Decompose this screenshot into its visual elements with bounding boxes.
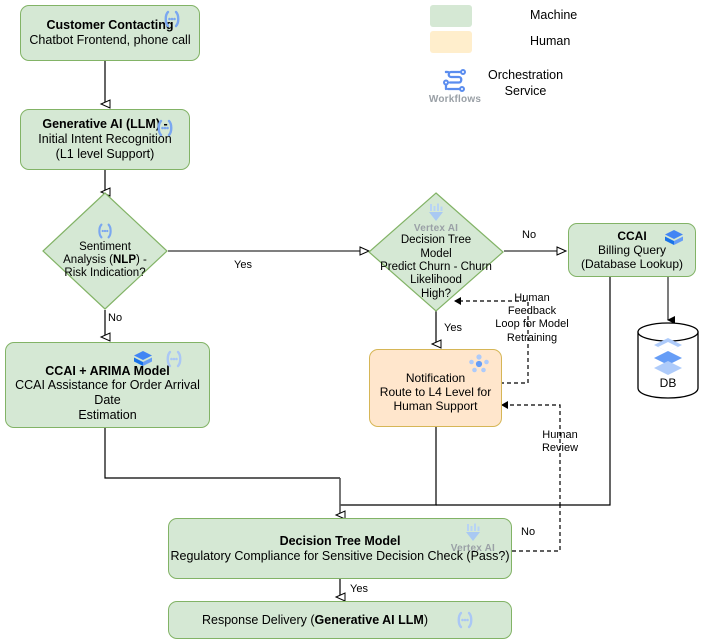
- sentiment-diamond-shape: [42, 192, 168, 310]
- legend-swatch-machine: [430, 5, 472, 27]
- dialogflow-ccai-icon: [457, 611, 473, 629]
- legend-label-orchestration: Orchestration Service: [488, 68, 564, 98]
- ccai-cube-icon: [134, 351, 152, 366]
- node-generative-ai-llm[interactable]: Generative AI (LLM) - Initial Intent Rec…: [20, 109, 190, 170]
- notification-line3: Human Support: [393, 399, 478, 414]
- legend-swatch-human: [430, 31, 472, 53]
- ccai-billing-title: CCAI: [617, 228, 647, 243]
- workflows-icon-caption: Workflows: [428, 94, 482, 105]
- churn-diamond-shape: [368, 192, 504, 312]
- edge-label-sentiment-no: No: [108, 312, 123, 324]
- response-delivery-content: Response Delivery (Generative AI LLM): [202, 610, 478, 630]
- customer-contacting-title: Customer Contacting: [46, 18, 174, 33]
- legend-item-machine: Machine: [430, 5, 577, 27]
- node-response-delivery[interactable]: Response Delivery (Generative AI LLM): [168, 601, 512, 639]
- ccai-arima-icon-group: [132, 349, 187, 369]
- sentiment-line2: Analysis (NLP) -: [63, 254, 147, 267]
- churn-title1: Decision Tree: [400, 234, 472, 247]
- edge-label-human-feedback-loop: Human Feedback Loop for Model Retraining: [495, 292, 569, 344]
- churn-line5: High?: [420, 287, 452, 300]
- ccai-cube-icon: [665, 230, 683, 245]
- edge-label-compliance-yes: Yes: [350, 583, 368, 595]
- ccai-arima-line3: Estimation: [78, 407, 137, 422]
- response-delivery-pre: Response Delivery (: [201, 612, 315, 627]
- edge-label-churn-yes: Yes: [444, 322, 462, 334]
- sentiment-line2-pre: Analysis (: [63, 253, 113, 266]
- churn-line3: Predict Churn - Churn: [380, 261, 492, 274]
- vertex-ai-icon: [465, 523, 480, 541]
- ccai-billing-line3: (Database Lookup): [580, 257, 684, 272]
- churn-vendor-label: Vertex AI: [413, 222, 459, 234]
- ccai-arima-title: CCAI + ARIMA Model: [45, 363, 170, 378]
- legend-label-machine: Machine: [530, 8, 578, 23]
- sentiment-line3: Risk Indication?: [64, 267, 146, 280]
- compliance-vendor-label: Vertex AI: [450, 543, 495, 554]
- sentiment-line1: Sentiment: [79, 240, 131, 253]
- pubsub-icon: [469, 354, 489, 373]
- node-database[interactable]: DB: [635, 320, 701, 400]
- ccai-billing-line2: Billing Query: [597, 242, 667, 257]
- database-cylinder-shape: [637, 322, 699, 399]
- generative-ai-line2: Initial Intent Recognition: [38, 132, 172, 147]
- vertex-ai-icon: [429, 203, 443, 221]
- node-regulatory-compliance[interactable]: Vertex AI Decision Tree Model Regulatory…: [168, 518, 512, 579]
- vertex-ai-icon-group: Vertex AI: [451, 523, 495, 555]
- edge-label-sentiment-yes: Yes: [234, 259, 252, 271]
- dialogflow-ccai-icon: [157, 119, 173, 137]
- legend-item-human: Human: [430, 31, 570, 53]
- ccai-arima-line2: CCAI Assistance for Order Arrival Date: [15, 378, 200, 407]
- churn-line4: Likelihood: [410, 274, 462, 287]
- dialogflow-ccai-icon: [164, 10, 180, 28]
- node-ccai-billing-query[interactable]: CCAI Billing Query (Database Lookup): [568, 223, 696, 277]
- compliance-title: Decision Tree Model: [279, 533, 401, 548]
- generative-ai-line3: (L1 level Support): [55, 146, 155, 161]
- edge-label-compliance-no: No: [521, 526, 536, 538]
- node-customer-contacting[interactable]: Customer Contacting Chatbot Frontend, ph…: [20, 5, 200, 61]
- node-sentiment-analysis[interactable]: Sentiment Analysis (NLP) - Risk Indicati…: [42, 192, 168, 310]
- edge-label-churn-no: No: [522, 229, 537, 241]
- sentiment-nlp-bold: NLP: [113, 253, 136, 266]
- edge-label-human-review: Human Review: [541, 429, 579, 455]
- node-ccai-arima-model[interactable]: CCAI + ARIMA Model CCAI Assistance for O…: [5, 342, 210, 428]
- response-delivery-bold: Generative AI LLM: [314, 612, 424, 627]
- generative-ai-title: Generative AI (LLM) -: [42, 117, 168, 132]
- notification-line2: Route to L4 Level for: [379, 384, 492, 399]
- dialogflow-ccai-icon: [166, 350, 182, 368]
- churn-title2: Model: [420, 247, 452, 260]
- workflows-icon-group: Workflows: [428, 68, 482, 105]
- legend-label-human: Human: [530, 34, 571, 49]
- compliance-line2: Regulatory Compliance for Sensitive Deci…: [170, 548, 510, 563]
- database-label: DB: [659, 376, 677, 390]
- workflows-icon: [443, 69, 466, 92]
- response-delivery-text: Response Delivery (Generative AI LLM): [202, 613, 428, 628]
- database-layers-icon: [654, 338, 682, 375]
- sentiment-line2-post: ) -: [136, 253, 147, 266]
- customer-contacting-subtitle: Chatbot Frontend, phone call: [29, 33, 191, 47]
- node-notification-route-l4[interactable]: Notification Route to L4 Level for Human…: [369, 349, 502, 427]
- response-delivery-post: ): [423, 612, 428, 627]
- legend-item-orchestration: Workflows Orchestration Service: [428, 68, 564, 105]
- dialogflow-ccai-icon: [98, 223, 112, 238]
- node-decision-tree-churn[interactable]: Vertex AI Decision Tree Model Predict Ch…: [368, 192, 504, 312]
- notification-line1: Notification: [405, 370, 466, 385]
